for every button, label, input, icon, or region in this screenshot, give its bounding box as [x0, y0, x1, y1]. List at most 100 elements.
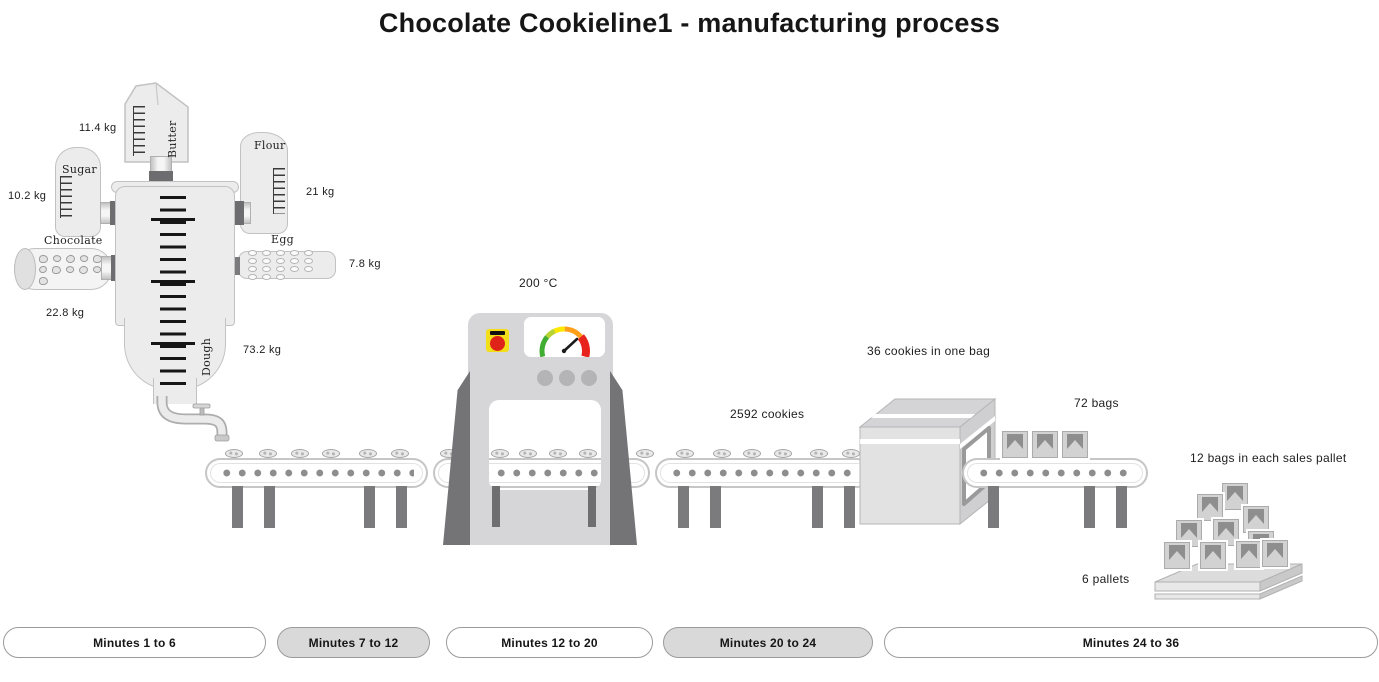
bags-count: 72 bags [1074, 396, 1119, 410]
egg-icon [248, 258, 257, 264]
emergency-stop-button [486, 329, 509, 352]
conveyor-belt-oven-inside [489, 458, 601, 488]
butter-name: Butter [166, 120, 179, 158]
cookie-bag-icon [1002, 431, 1028, 458]
belt-leg [844, 486, 855, 528]
chocolate-chunk-icon [64, 253, 77, 264]
cookie-icon [519, 449, 537, 458]
belt-leg [678, 486, 689, 528]
egg-icon [304, 266, 313, 272]
chocolate-chunk-icon [78, 253, 90, 263]
cookie-bag-icon [1243, 506, 1269, 533]
egg-icon [262, 258, 271, 264]
timeline-button-minutes-20-24[interactable]: Minutes 20 to 24 [663, 627, 873, 658]
cookie-icon [579, 449, 597, 458]
belt-leg [492, 486, 500, 527]
oven-temperature: 200 °C [519, 276, 558, 290]
chocolate-chunk-icon [38, 264, 48, 274]
chocolate-name: Chocolate [44, 234, 103, 247]
egg-icon [276, 250, 285, 256]
cookie-icon [676, 449, 694, 458]
cookie-bag-icon [1200, 542, 1226, 569]
belt-leg [264, 486, 275, 528]
sugar-amount: 10.2 kg [8, 190, 47, 202]
belt-leg [710, 486, 721, 528]
belt-leg [396, 486, 407, 528]
cookie-icon [774, 449, 792, 458]
cookie-bag-icon [1062, 431, 1088, 458]
pallet-base [1154, 563, 1303, 600]
chocolate-chunk-icon [51, 253, 63, 263]
outlet-spout [156, 396, 230, 442]
dough-amount: 73.2 kg [243, 344, 282, 356]
dough-name: Dough [200, 337, 213, 376]
page-title: Chocolate Cookieline1 - manufacturing pr… [378, 8, 1001, 38]
cookie-icon [713, 449, 731, 458]
cookie-icon [743, 449, 761, 458]
egg-name: Egg [271, 233, 295, 246]
sugar-name: Sugar [62, 163, 97, 176]
egg-amount: 7.8 kg [349, 258, 381, 270]
flour-amount: 21 kg [306, 186, 335, 198]
egg-icon [262, 274, 271, 280]
cookie-bag-icon [1262, 540, 1288, 567]
egg-container [238, 250, 336, 280]
egg-icon [290, 266, 299, 272]
butter-scale-icon [133, 106, 145, 156]
cookie-icon [810, 449, 828, 458]
cookie-bag-icon [1236, 541, 1262, 568]
egg-icon [248, 250, 257, 256]
chocolate-amount: 22.8 kg [46, 307, 85, 319]
egg-icon [262, 250, 271, 256]
cookie-icon [491, 449, 509, 458]
cookie-bag-icon [1032, 431, 1058, 458]
cookie-bag-icon [1197, 494, 1223, 521]
pallets-count: 6 pallets [1082, 572, 1130, 586]
cookie-icon [391, 449, 409, 458]
chocolate-chunk-icon [39, 276, 48, 285]
oven-knob-icon [559, 370, 575, 386]
flour-name: Flour [254, 139, 286, 152]
oven-knob-icon [581, 370, 597, 386]
timeline-button-minutes-7-12[interactable]: Minutes 7 to 12 [277, 627, 430, 658]
timeline-button-minutes-24-36[interactable]: Minutes 24 to 36 [884, 627, 1378, 658]
egg-icon [276, 258, 285, 264]
cookie-icon [359, 449, 377, 458]
flour-scale-icon [273, 168, 285, 214]
belt-leg [1084, 486, 1095, 528]
cookie-bag-icon [1164, 542, 1190, 569]
egg-icon [248, 274, 257, 280]
egg-icon [248, 266, 257, 272]
cookie-icon [549, 449, 567, 458]
timeline-button-minutes-1-6[interactable]: Minutes 1 to 6 [3, 627, 266, 658]
egg-icon [290, 250, 299, 256]
belt-leg [988, 486, 999, 528]
sugar-scale-icon [60, 176, 72, 218]
belt-leg [812, 486, 823, 528]
timeline-button-minutes-12-20[interactable]: Minutes 12 to 20 [446, 627, 653, 658]
belt-leg [1116, 486, 1127, 528]
pallet-fill-info: 12 bags in each sales pallet [1190, 451, 1347, 465]
cookie-icon [636, 449, 654, 458]
conveyor-belt-1 [205, 458, 428, 488]
gauge-dial-icon [539, 326, 590, 357]
cookie-icon [291, 449, 309, 458]
conveyor-belt-2 [655, 458, 872, 488]
belt-leg [232, 486, 243, 528]
belt-leg [588, 486, 596, 527]
oven-knob-icon [537, 370, 553, 386]
butter-amount: 11.4 kg [79, 122, 117, 134]
chocolate-container [14, 248, 112, 290]
egg-icon [304, 258, 313, 264]
cookie-icon [259, 449, 277, 458]
egg-icon [290, 258, 299, 264]
belt-leg [364, 486, 375, 528]
cookie-icon [225, 449, 243, 458]
chocolate-chunk-icon [77, 264, 90, 275]
chocolate-chunk-icon [64, 264, 76, 274]
egg-icon [262, 266, 271, 272]
egg-icon [276, 266, 285, 272]
chocolate-chunk-icon [52, 265, 61, 274]
egg-icon [304, 250, 313, 256]
